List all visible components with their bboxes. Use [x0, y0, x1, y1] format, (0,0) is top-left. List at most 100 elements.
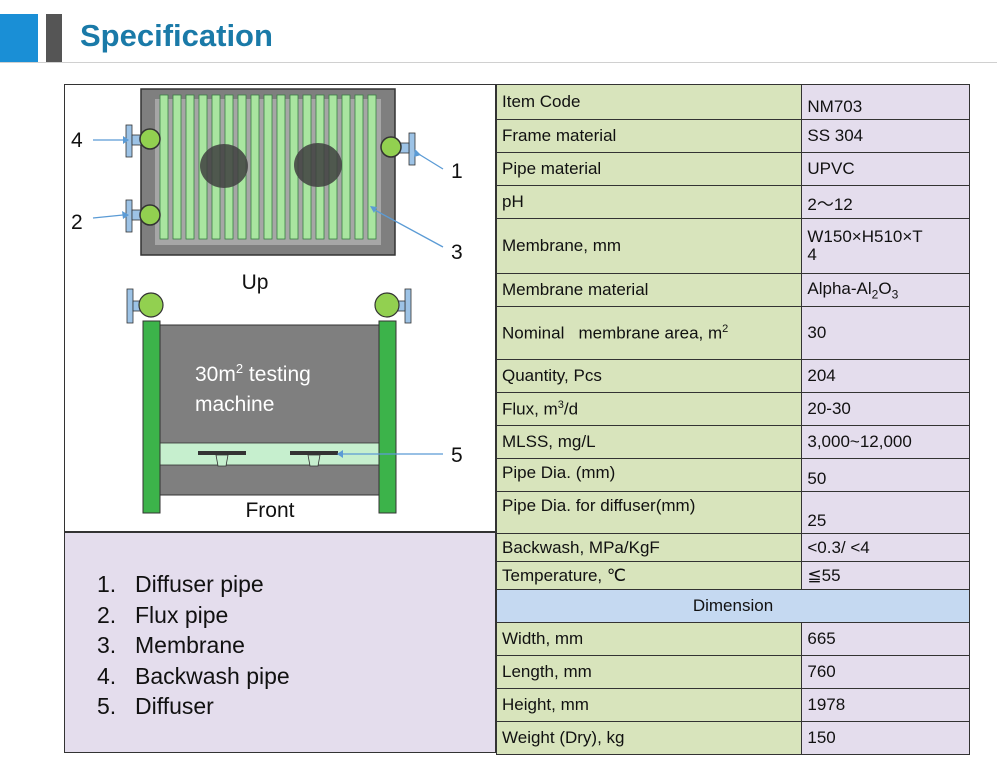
- table-row: Weight (Dry), kg 150: [495, 721, 970, 755]
- legend-item: 1.Diffuser pipe: [97, 571, 264, 597]
- callout-2: 2: [71, 211, 83, 234]
- front-right-valve-icon: [374, 288, 412, 324]
- spec-key: pH: [495, 185, 803, 219]
- table-row: Flux, m3/d 20-30: [495, 392, 970, 426]
- table-row: Pipe Dia. (mm) 50: [495, 458, 970, 492]
- front-view-right-leg: [378, 320, 397, 514]
- up-label: Up: [242, 271, 269, 294]
- spec-value: Alpha-Al2O3: [801, 273, 970, 307]
- front-view-left-leg: [142, 320, 161, 514]
- spec-value: 30: [801, 306, 970, 360]
- top-view-hole-left: [200, 144, 248, 188]
- front-left-valve-icon: [126, 288, 164, 324]
- table-row: Temperature, ℃ ≦55: [495, 561, 970, 590]
- top-view: 4 1 2 3 Up: [71, 88, 463, 294]
- spec-key: Temperature, ℃: [495, 561, 803, 590]
- dimension-header: Dimension: [496, 589, 970, 623]
- spec-value: 50: [801, 458, 970, 492]
- spec-value: 665: [801, 622, 970, 656]
- spec-value: 3,000~12,000: [801, 425, 970, 459]
- spec-value: <0.3/ <4: [801, 533, 970, 562]
- spec-value: 150: [801, 721, 970, 755]
- spec-value: ≦55: [801, 561, 970, 590]
- table-row: Frame material SS 304: [495, 119, 970, 153]
- front-view-body: [159, 324, 381, 496]
- front-label: Front: [245, 499, 294, 522]
- spec-value: 2～12: [801, 185, 970, 219]
- table-row: Nominal membrane area, m2 30: [495, 306, 970, 360]
- spec-value: NM703: [801, 84, 970, 120]
- callout-5-arrowhead: [337, 450, 343, 458]
- callout-1-arrowhead: [414, 149, 421, 157]
- machine-label-line2: machine: [195, 393, 274, 416]
- spec-key: Membrane material: [495, 273, 803, 307]
- membrane-sheet: [263, 94, 273, 240]
- spec-key: Pipe material: [495, 152, 803, 186]
- legend-list: 1.Diffuser pipe 2.Flux pipe 3.Membrane 4…: [97, 569, 290, 722]
- membrane-sheet: [172, 94, 182, 240]
- table-row: Pipe Dia. for diffuser(mm) 25: [495, 491, 970, 534]
- legend-item: 5.Diffuser: [97, 693, 214, 719]
- backwash-pipe-valve-icon: [125, 124, 161, 158]
- table-row: Quantity, Pcs 204: [495, 359, 970, 393]
- spec-key: Membrane, mm: [495, 218, 803, 274]
- spec-key: Backwash, MPa/KgF: [495, 533, 803, 562]
- membrane-sheet: [354, 94, 364, 240]
- membrane-sheet: [367, 94, 377, 240]
- spec-value: 25: [801, 491, 970, 534]
- spec-key: Frame material: [495, 119, 803, 153]
- legend-item: 3.Membrane: [97, 632, 245, 658]
- table-row: MLSS, mg/L 3,000~12,000: [495, 425, 970, 459]
- membrane-sheet: [159, 94, 169, 240]
- spec-key: Height, mm: [495, 688, 803, 722]
- membrane-sheet: [341, 94, 351, 240]
- spec-key: Length, mm: [495, 655, 803, 689]
- legend-item: 4.Backwash pipe: [97, 662, 290, 689]
- spec-key: Pipe Dia. for diffuser(mm): [495, 491, 803, 534]
- table-row: Dimension: [496, 589, 970, 623]
- diagram-panel: 4 1 2 3 Up: [64, 84, 496, 532]
- callout-1-arrow: [416, 152, 444, 170]
- membrane-sheet: [185, 94, 195, 240]
- spec-key: Quantity, Pcs: [495, 359, 803, 393]
- title-accent-blue: [0, 14, 38, 62]
- membrane-diagram: 4 1 2 3 Up: [71, 88, 463, 522]
- table-row: Length, mm 760: [495, 655, 970, 689]
- table-row: Width, mm 665: [495, 622, 970, 656]
- spec-value: 760: [801, 655, 970, 689]
- callout-1: 1: [451, 160, 463, 183]
- spec-key: MLSS, mg/L: [495, 425, 803, 459]
- callout-3-arrowhead: [370, 206, 377, 213]
- spec-table: Item Code NM703 Frame material SS 304 Pi…: [495, 84, 970, 755]
- spec-key: Flux, m3/d: [495, 392, 803, 426]
- flux-pipe-valve-icon: [125, 199, 161, 233]
- spec-value: UPVC: [801, 152, 970, 186]
- callout-3: 3: [451, 241, 463, 264]
- callout-3-arrow: [372, 208, 444, 248]
- callout-4: 4: [71, 129, 83, 152]
- table-row: Backwash, MPa/KgF <0.3/ <4: [495, 533, 970, 562]
- callout-4-arrowhead: [123, 136, 129, 144]
- spec-key: Nominal membrane area, m2: [495, 306, 803, 360]
- table-row: Membrane material Alpha-Al2O3: [495, 273, 970, 307]
- spec-value: 1978: [801, 688, 970, 722]
- spec-key: Pipe Dia. (mm): [495, 458, 803, 492]
- legend-item: 2.Flux pipe: [97, 601, 229, 628]
- front-diffuser-left-icon: [198, 451, 246, 467]
- spec-value: SS 304: [801, 119, 970, 153]
- top-view-membranes: [159, 94, 377, 240]
- page-title: Specification: [80, 18, 273, 53]
- callout-5: 5: [451, 444, 463, 467]
- header-divider: [0, 62, 997, 63]
- front-diffuser-right-icon: [290, 451, 338, 467]
- title-accent-gray: [46, 14, 62, 62]
- spec-key: Item Code: [495, 84, 803, 120]
- membrane-sheet: [250, 94, 260, 240]
- diffuser-pipe-valve-icon: [380, 132, 416, 166]
- spec-value: 20-30: [801, 392, 970, 426]
- callout-2-arrow: [92, 214, 124, 219]
- table-row: pH 2～12: [495, 185, 970, 219]
- spec-key: Width, mm: [495, 622, 803, 656]
